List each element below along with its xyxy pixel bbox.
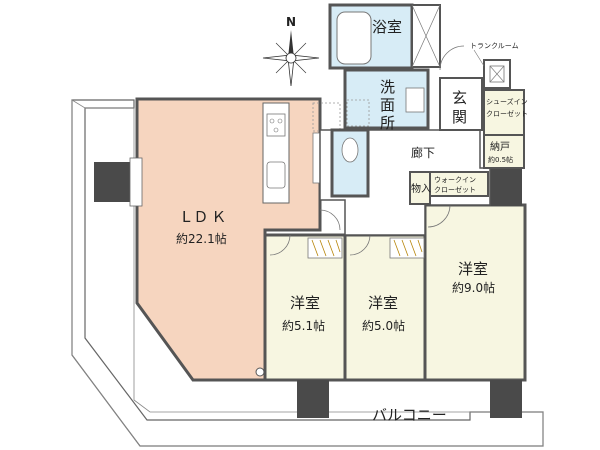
bedroom-b bbox=[343, 233, 427, 382]
column-left bbox=[94, 162, 130, 202]
column-bottom-left bbox=[297, 380, 329, 418]
bedroom-c-area: 約9.0帖 bbox=[452, 280, 495, 295]
nando-area: 約0.5帖 bbox=[488, 155, 513, 164]
walkin-line-2: クローゼット bbox=[434, 185, 476, 194]
ldk-name: LＤＫ bbox=[182, 208, 229, 226]
entrance bbox=[439, 77, 483, 131]
balcony-floor bbox=[71, 99, 544, 447]
bedroom-b-area: 約5.0帖 bbox=[362, 318, 405, 333]
bathtub bbox=[336, 11, 372, 65]
shoes-line-1: シューズイン bbox=[486, 97, 528, 106]
nando-name: 納戸 bbox=[490, 140, 510, 153]
storage-name: 物入 bbox=[411, 182, 431, 195]
toilet-icon bbox=[341, 137, 359, 163]
compass-north-label: N bbox=[286, 15, 296, 29]
bedroom-c bbox=[423, 203, 527, 382]
ldk-area: 約22.1帖 bbox=[176, 231, 227, 246]
balcony-name: バルコニー bbox=[372, 406, 447, 424]
bedroom-b-name: 洋室 bbox=[368, 294, 398, 312]
column-right bbox=[490, 168, 522, 206]
bathroom-name: 浴室 bbox=[372, 18, 402, 36]
drain-icon bbox=[255, 367, 265, 377]
hallway-name: 廊下 bbox=[411, 145, 435, 160]
trunk-room-name: トランクルーム bbox=[470, 42, 519, 50]
walkin-closet bbox=[429, 171, 489, 197]
entrance-char-2: 関 bbox=[452, 108, 467, 126]
washroom-char-1: 洗 bbox=[380, 78, 395, 96]
washroom-char-3: 所 bbox=[380, 114, 395, 132]
column-bottom-right bbox=[490, 380, 522, 418]
closet-b bbox=[389, 237, 425, 259]
washbasin bbox=[405, 87, 425, 113]
stove-icon bbox=[266, 113, 286, 137]
entrance-char-1: 玄 bbox=[452, 89, 467, 107]
window-left bbox=[129, 157, 143, 207]
bedroom-a-area: 約5.1帖 bbox=[282, 318, 325, 333]
nando-room bbox=[483, 134, 525, 169]
closet-a bbox=[307, 237, 343, 259]
washroom-char-2: 面 bbox=[380, 96, 395, 114]
walkin-line-1: ウォークイン bbox=[434, 176, 476, 184]
compass-icon bbox=[262, 30, 320, 87]
shoes-line-2: クローゼット bbox=[486, 109, 528, 118]
shoes-closet bbox=[483, 89, 525, 136]
bedroom-a-name: 洋室 bbox=[290, 294, 320, 312]
bedroom-c-name: 洋室 bbox=[458, 260, 488, 278]
kitchen-sink-icon bbox=[266, 161, 286, 189]
